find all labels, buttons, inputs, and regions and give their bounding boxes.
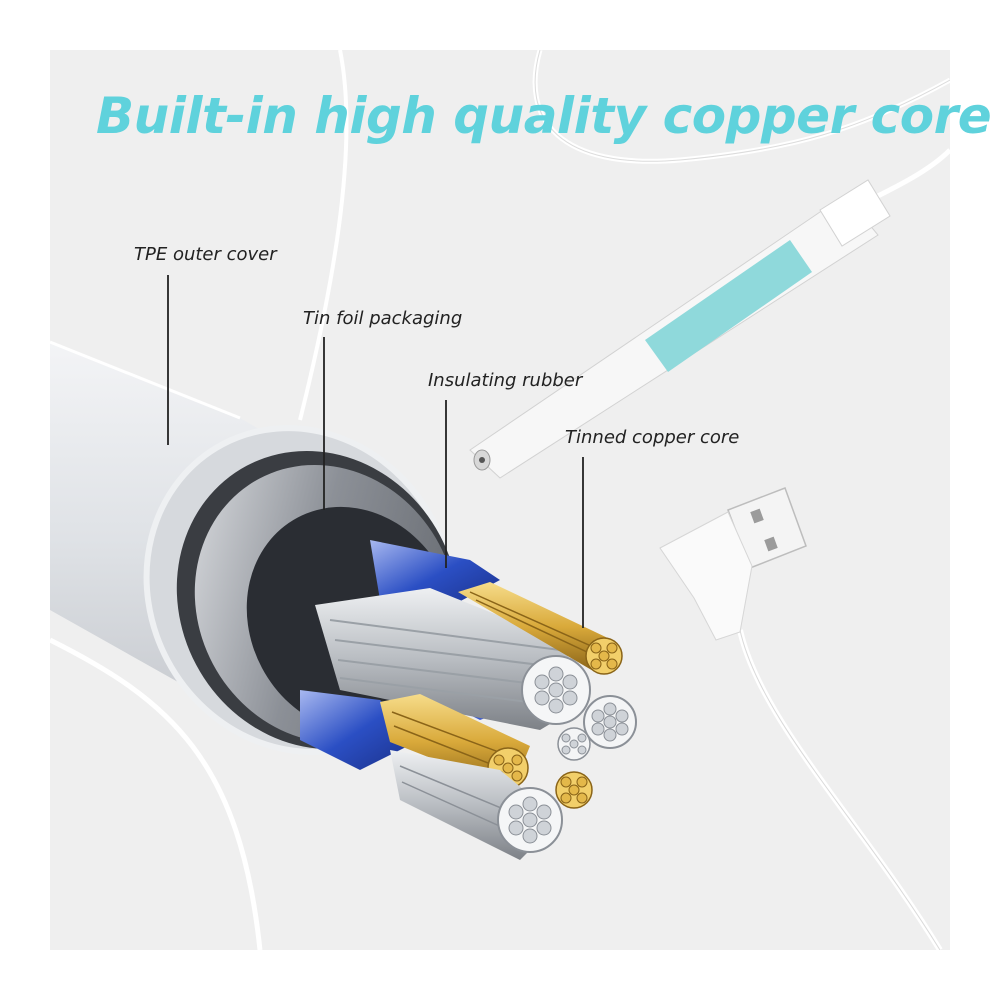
label-tinned-copper-core: Tinned copper core [565, 427, 740, 448]
aluminum-strand-bundle [315, 588, 591, 730]
usb-cable-lead [737, 629, 943, 950]
background-cable-bottom [50, 637, 263, 950]
cable-cross-section-illustration [50, 50, 950, 950]
silver-strand-bundle-bottom [390, 750, 563, 860]
background-cable-left [298, 50, 349, 421]
label-tpe-outer-cover: TPE outer cover [134, 244, 277, 265]
callout-leader-lines [167, 275, 584, 628]
usb-a-plug [659, 487, 807, 641]
label-insulating-rubber: Insulating rubber [428, 370, 583, 391]
endoscope-probe [469, 179, 891, 479]
headline: Built-in high quality copper core [96, 87, 992, 145]
product-panel [50, 50, 950, 950]
label-tin-foil-packaging: Tin foil packaging [303, 308, 463, 329]
copper-core-top [458, 582, 623, 675]
silver-core-right [557, 695, 637, 761]
